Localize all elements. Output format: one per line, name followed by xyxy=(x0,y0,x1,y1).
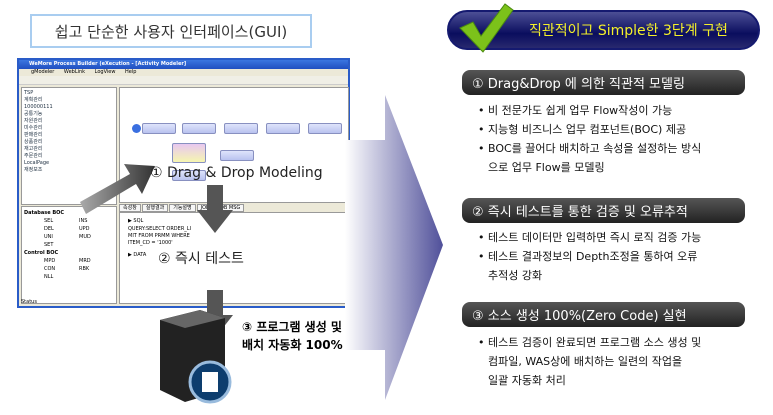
section-3-bullets: 테스트 검증이 완료되면 프로그램 소스 생성 및 컴파일, WAS상에 배치하… xyxy=(478,333,701,390)
section-1-bullets: 비 전문가도 쉽게 업무 Flow작성이 가능 지능형 비즈니스 업무 컴포넌트… xyxy=(478,101,701,177)
bullet: 지능형 비즈니스 업무 컴포넌트(BOC) 제공 xyxy=(478,120,701,139)
tree-item[interactable]: 주문관리 xyxy=(24,153,43,159)
status-bar: Status xyxy=(21,299,37,305)
tree-item[interactable]: 미수관리 xyxy=(24,125,43,131)
menu-weblink[interactable]: WebLink xyxy=(63,69,86,75)
toolbar xyxy=(19,76,348,85)
bullet-cont: 으로 업무 Flow를 모델링 xyxy=(488,161,605,174)
step3-label: ③ 프로그램 생성 및 배치 자동화 100% xyxy=(242,318,343,354)
bullet-cont: 컴파일, WAS상에 배치하는 일련의 작업을 xyxy=(488,355,683,368)
big-right-arrow-icon xyxy=(345,95,443,400)
start-node xyxy=(132,124,141,133)
boc-database-title: Database BOC xyxy=(24,210,65,216)
window-titlebar: WeMore Process Builder (eXecution - [Act… xyxy=(19,60,348,69)
menu-help[interactable]: Help xyxy=(125,69,137,75)
menu-gmodeler[interactable]: gModeler xyxy=(31,69,55,75)
tree-item[interactable]: 재정보조 xyxy=(24,167,43,173)
sql-text: QUERY:SELECT ORDER_LIMIT FROM PRMM WHERE… xyxy=(128,226,192,246)
data-label: ▶ DATA xyxy=(128,252,147,258)
flow-node[interactable] xyxy=(220,150,254,161)
tree-item[interactable]: 공통기능 xyxy=(24,111,43,117)
flow-node[interactable] xyxy=(182,123,216,134)
tab[interactable]: 속성창 xyxy=(119,204,141,212)
bullet-cont: 일괄 자동화 처리 xyxy=(488,374,566,387)
menu-logview[interactable]: LogView xyxy=(94,69,116,75)
boc-item[interactable]: RBK xyxy=(79,266,90,272)
bullet: 비 전문가도 쉽게 업무 Flow작성이 가능 xyxy=(478,101,701,120)
tree-item[interactable]: 상품관리 xyxy=(24,139,43,145)
boc-item[interactable]: MPD xyxy=(44,258,56,264)
down-arrow-icon xyxy=(197,185,233,233)
boc-item[interactable]: MRD xyxy=(79,258,91,264)
boc-item[interactable]: SET xyxy=(44,242,54,248)
bullet: 테스트 검증이 완료되면 프로그램 소스 생성 및 xyxy=(478,333,701,352)
flow-node[interactable] xyxy=(266,123,300,134)
step1-label: ① Drag & Drop Modeling xyxy=(150,165,323,181)
boc-item[interactable]: DEL xyxy=(44,226,54,232)
tab[interactable]: 기능설명 xyxy=(169,204,196,212)
step3-line2: 배치 자동화 100% xyxy=(242,338,343,352)
boc-item[interactable]: INS xyxy=(79,218,88,224)
boc-item[interactable]: UNI xyxy=(44,234,53,240)
tab[interactable]: JOB xyxy=(196,204,214,212)
test-result-panel: ▶ SQL QUERY:SELECT ORDER_LIMIT FROM PRMM… xyxy=(119,212,349,304)
tree-item[interactable]: 재고관리 xyxy=(24,146,43,152)
section-1-title: ① Drag&Drop 에 의한 직관적 모델링 xyxy=(462,70,745,95)
bullet: BOC를 끌어다 배치하고 속성을 설정하는 방식 xyxy=(478,139,701,158)
boc-item[interactable]: NLL xyxy=(44,274,54,280)
tree-item[interactable]: 판매관리 xyxy=(24,132,43,138)
boc-item[interactable]: CON xyxy=(44,266,56,272)
tree-item[interactable]: LocalPage xyxy=(24,160,50,166)
flow-node[interactable] xyxy=(308,123,342,134)
flow-node[interactable] xyxy=(172,143,206,163)
boc-panel: Database BOC SEL INS DEL UPD UNI MUD SET Contr… xyxy=(21,206,117,304)
header-title: 직관적이고 Simple한 3단계 구현 xyxy=(529,23,728,39)
flow-node[interactable] xyxy=(142,123,176,134)
tree-item[interactable]: 100000111 xyxy=(24,104,53,110)
tree-item[interactable]: 계획관리 xyxy=(24,97,43,103)
server-icon xyxy=(160,310,232,404)
menu-bar: gModeler WebLink LogView Help xyxy=(19,69,348,76)
modeling-canvas[interactable] xyxy=(119,87,349,203)
flow-node[interactable] xyxy=(224,123,258,134)
checkmark-icon xyxy=(459,3,514,53)
boc-control-title: Control BOC xyxy=(24,250,59,256)
tree-item[interactable]: 자원관리 xyxy=(24,118,43,124)
bullet-cont: 추적성 강화 xyxy=(488,269,543,282)
tab[interactable]: JOB MSG xyxy=(214,204,245,212)
drag-arrow-icon xyxy=(80,164,155,214)
boc-item[interactable]: UPD xyxy=(79,226,90,232)
section-2-title: ② 즉시 테스트를 통한 검증 및 오류추적 xyxy=(462,198,745,223)
tab[interactable]: 실행결과 xyxy=(141,204,169,212)
flow-node[interactable] xyxy=(172,170,206,181)
step2-label: ② 즉시 테스트 xyxy=(158,251,244,267)
sql-label: ▶ SQL xyxy=(128,218,144,224)
section-2-bullets: 테스트 데이터만 입력하면 즉시 로직 검증 가능 테스트 결과정보의 Dept… xyxy=(478,228,701,285)
boc-item[interactable]: MUD xyxy=(79,234,91,240)
section-3-title: ③ 소스 생성 100%(Zero Code) 실현 xyxy=(462,302,745,327)
step3-line1: ③ 프로그램 생성 및 xyxy=(242,320,342,334)
bullet: 테스트 결과정보의 Depth조정을 통하여 오류 xyxy=(478,247,701,266)
tree-item[interactable]: TSP xyxy=(24,90,34,96)
gui-title: 쉽고 단순한 사용자 인터페이스(GUI) xyxy=(30,14,312,48)
boc-item[interactable]: SEL xyxy=(44,218,54,224)
bullet: 테스트 데이터만 입력하면 즉시 로직 검증 가능 xyxy=(478,228,701,247)
app-window-screenshot: WeMore Process Builder (eXecution - [Act… xyxy=(17,58,350,308)
